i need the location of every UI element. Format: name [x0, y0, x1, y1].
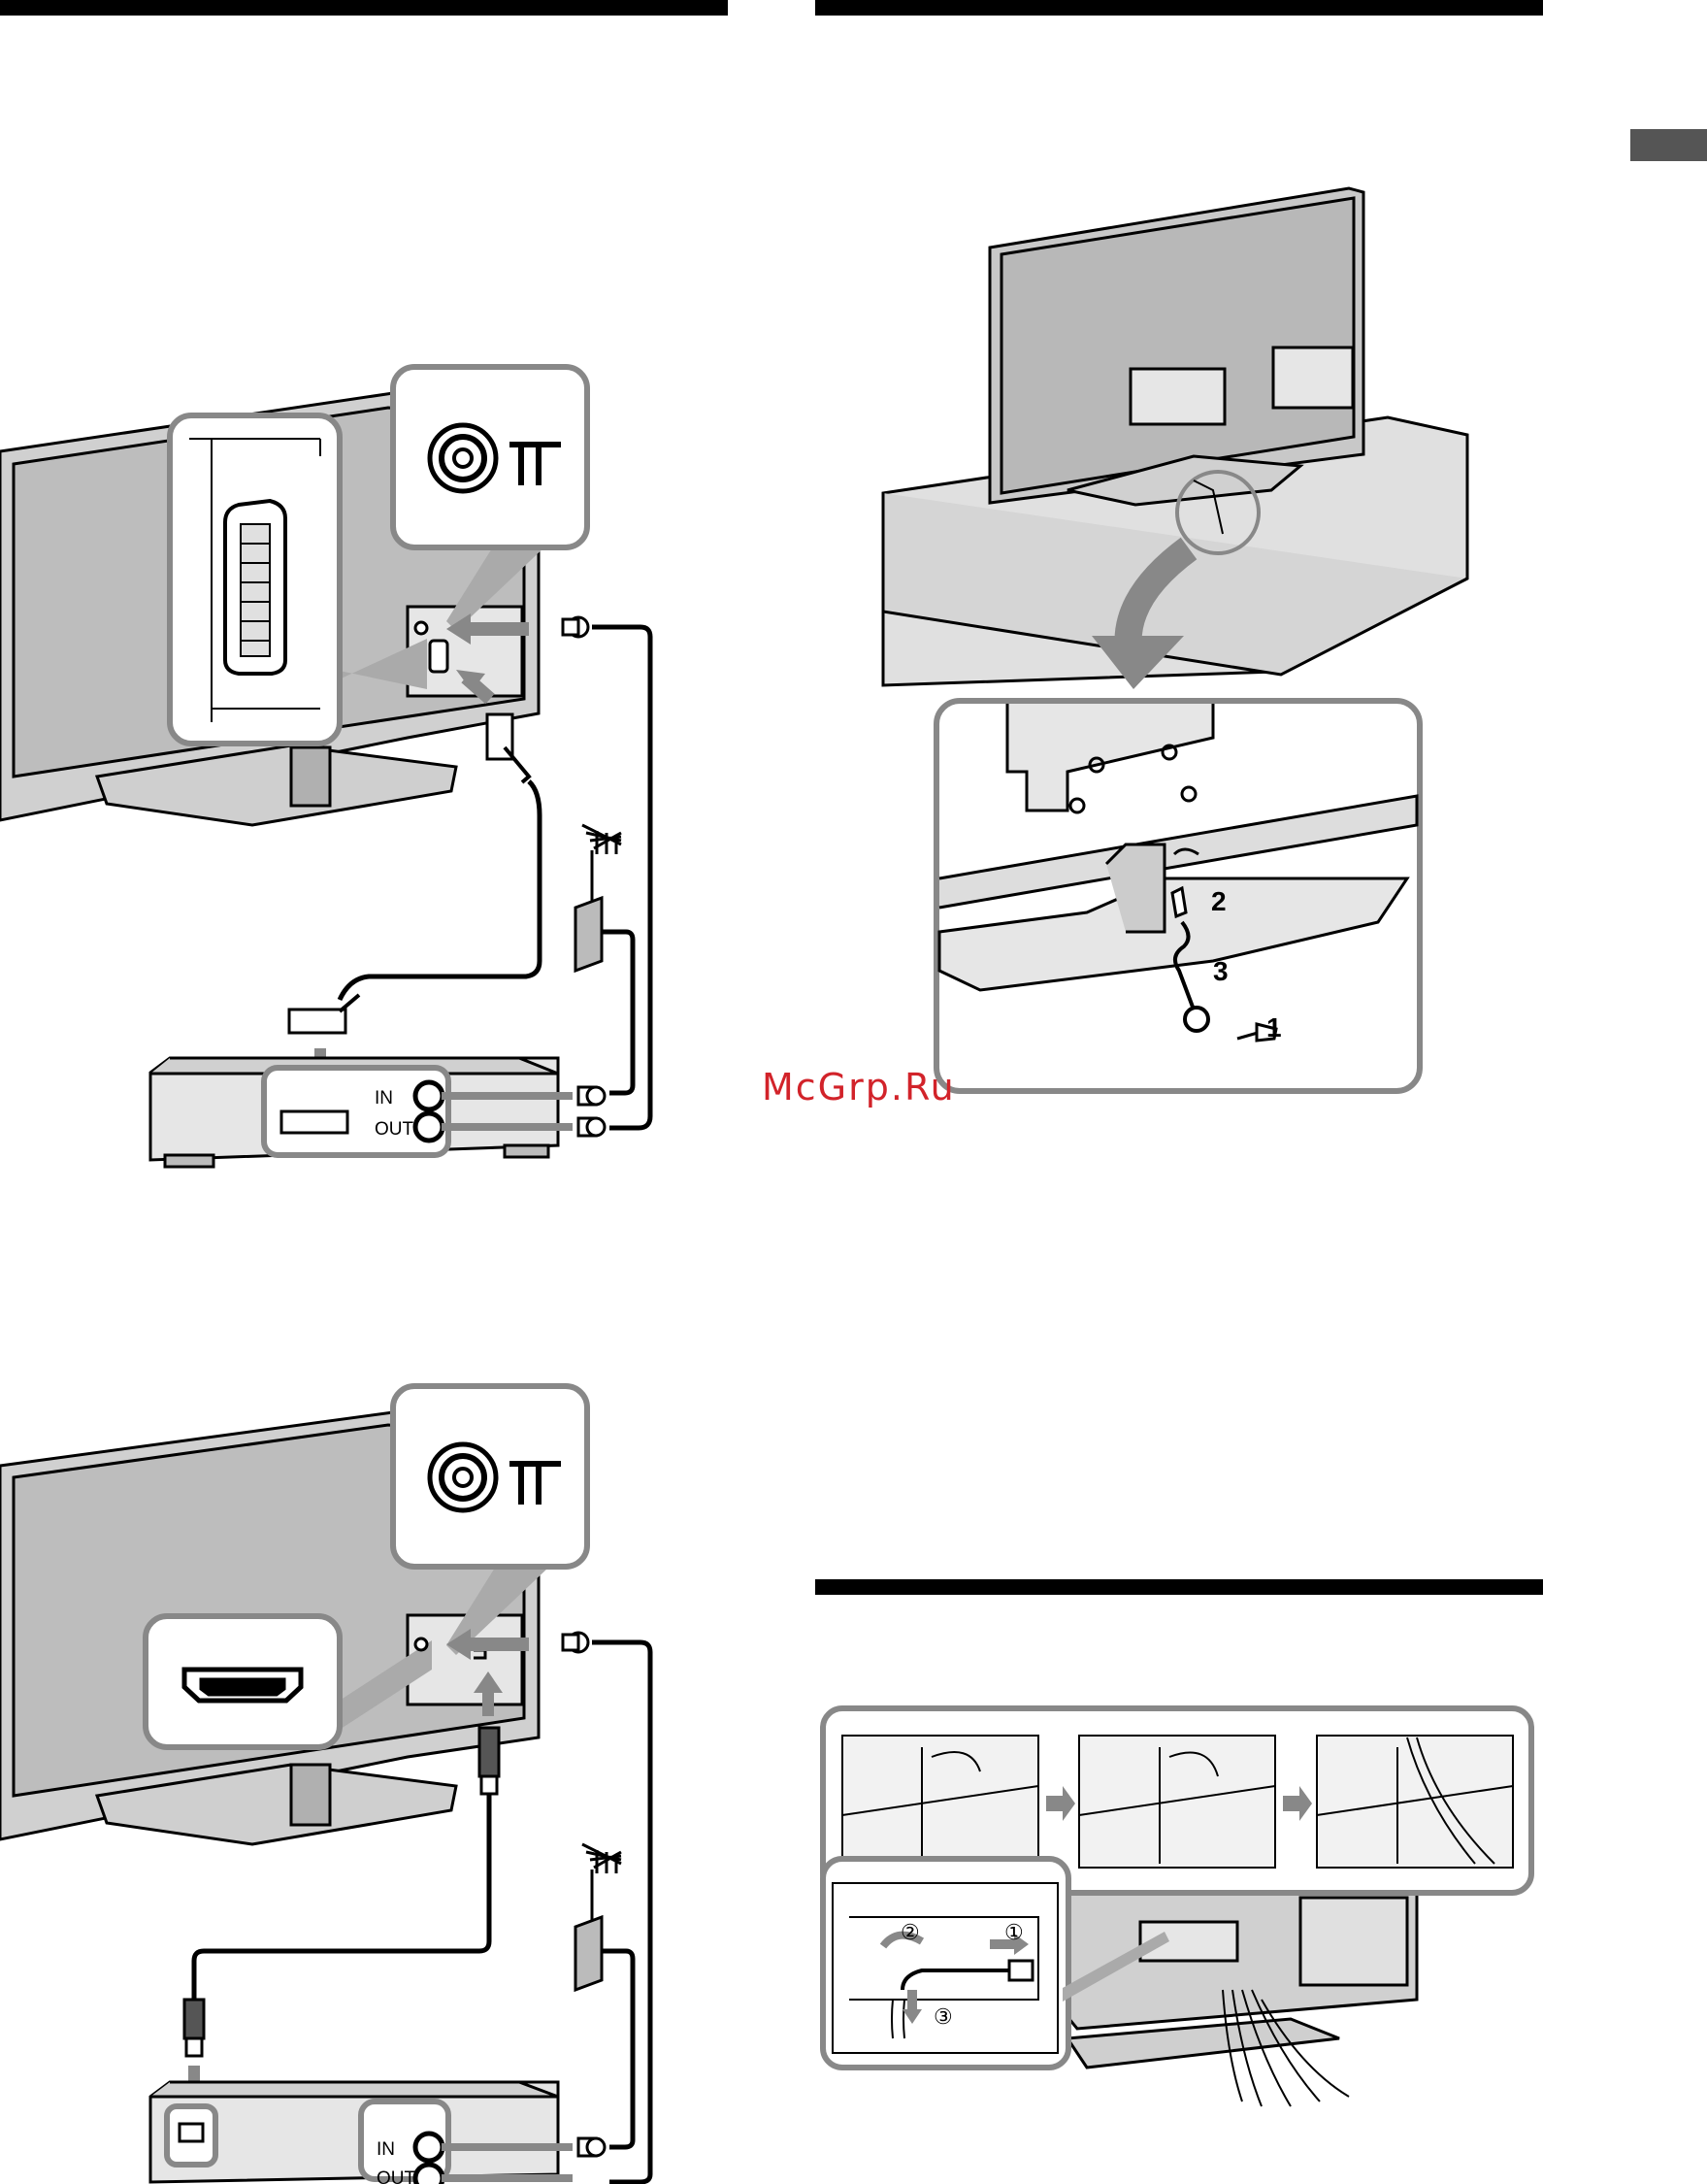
circle-label-3: ③	[934, 2004, 953, 2029]
antenna-icon	[575, 825, 633, 1093]
tv-securing-detail	[936, 701, 1420, 1091]
vcr-in-label-scart: IN	[375, 1088, 393, 1109]
step-label-2: 2	[1211, 886, 1227, 916]
step-label-3: 3	[1213, 956, 1229, 986]
diagram-hdmi-connection	[0, 1386, 650, 2184]
scart-connector-icon	[225, 501, 285, 674]
vcr-out-label-hdmi: OUT	[377, 2168, 416, 2184]
diagram-scart-connection	[0, 367, 650, 1167]
circle-label-2: ②	[901, 1920, 920, 1944]
tv-rack-overview	[883, 188, 1467, 685]
antenna-icon	[575, 1844, 633, 2147]
clip-removal-detail	[823, 1859, 1068, 2068]
hdmi-connector-icon	[184, 1670, 301, 1701]
vcr-out-label-scart: OUT	[375, 1119, 414, 1140]
vcr-in-label-hdmi: IN	[377, 2139, 395, 2160]
diagram-secure-tv	[883, 188, 1467, 1091]
step-label-1: 1	[1266, 1012, 1282, 1042]
diagram-cable-management	[823, 1708, 1531, 2106]
scart-plug-lower	[289, 995, 359, 1033]
watermark: McGrp.Ru	[762, 1066, 956, 1109]
scart-plug-upper	[487, 714, 529, 782]
circle-label-1: ①	[1004, 1920, 1024, 1944]
vcr-box-scart	[150, 1058, 605, 1167]
